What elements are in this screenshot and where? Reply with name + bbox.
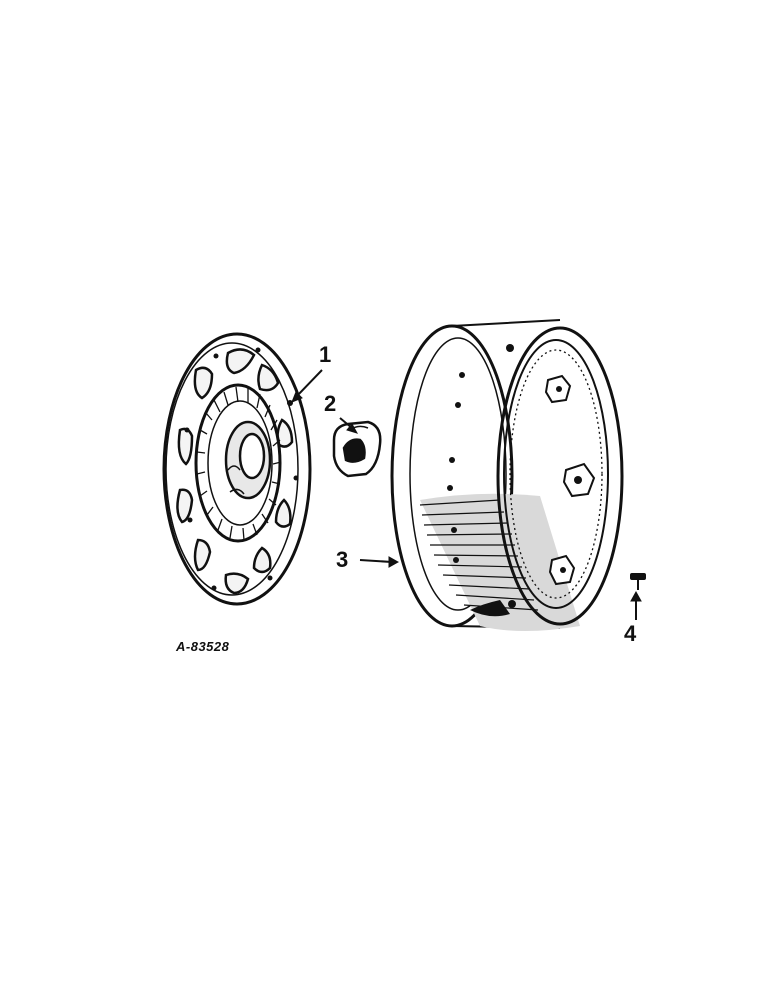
callout-2-label: 2 [324, 391, 337, 416]
leader-arrow-3 [359, 556, 400, 568]
wheel-disc-icon [162, 332, 312, 606]
leader-arrow-4 [630, 590, 642, 620]
callout-4-label: 4 [624, 621, 637, 646]
figure-id-label: A-83528 [176, 639, 230, 654]
callout-3-label: 3 [336, 547, 349, 572]
clamp-lug-icon [332, 420, 382, 478]
callout-1-label: 1 [319, 342, 332, 367]
leader-arrow-2 [339, 417, 359, 434]
bolt-icon [630, 573, 646, 590]
wheel-rim-icon [390, 319, 624, 631]
leader-arrow-1 [291, 369, 323, 403]
